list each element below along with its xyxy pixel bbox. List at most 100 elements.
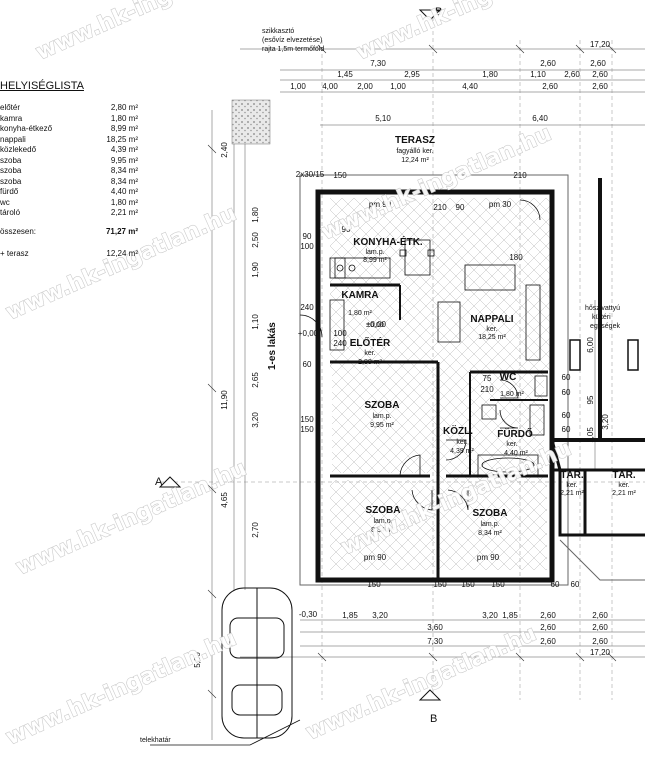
legend-total-row: összesen:71,27 m² [0, 227, 150, 237]
dim-left-outer: 4,65 [220, 492, 229, 508]
dim-right: 3,20 [601, 414, 610, 430]
gravel-note-line3: rajta 1,5m termőföld [262, 46, 324, 53]
watermark-text: www.hk-ingatlan.hu [352, 0, 590, 65]
store1-area: 2,21 m² [560, 490, 584, 497]
wc-area: 1,80 m² [500, 391, 524, 398]
dim-bottom-row1: 3,20 [482, 611, 498, 620]
dim-top-row1: 7,30 [370, 59, 386, 68]
store2-floor: ker. [618, 482, 629, 489]
dim-top-row1: 2,60 [540, 59, 556, 68]
legend-title: HELYISÉGLISTA [0, 80, 84, 92]
legend-room-area: 1,80 m² [110, 113, 138, 123]
dim-bottom-total: 17,20 [590, 648, 611, 657]
dim-top-row1: 2,60 [590, 59, 606, 68]
dim-left-inner: 1,10 [251, 314, 260, 330]
door-swings [299, 199, 541, 511]
dim-top-total: 17,20 [590, 40, 611, 49]
kitchen-floor: lam.p. [365, 249, 384, 256]
wc-name: WC [500, 372, 517, 383]
living-area: 18,25 m² [478, 334, 506, 341]
section-b-bottom: B [430, 713, 437, 725]
dim-bottom-row3: 2,60 [540, 637, 556, 646]
watermark-text: www.hk-ingatlan.hu [2, 201, 240, 325]
dim-right: 6,00 [586, 337, 595, 353]
dim-bottom-row1: 1,85 [502, 611, 518, 620]
dim-small: 60 [562, 425, 571, 434]
store2-area: 2,21 m² [612, 490, 636, 497]
dim-top-row2: 1,45 [337, 70, 353, 79]
dim-top-row2: 1,80 [482, 70, 498, 79]
dim-small: 150 [461, 580, 475, 589]
watermark-text: www.hk-ingatlan.hu [32, 0, 270, 65]
corridor-area: 4,39 m² [450, 448, 474, 455]
dim-small: 210 [433, 203, 447, 212]
dim-small: 150 [300, 425, 314, 434]
legend-room-area: 1,80 m² [110, 197, 138, 207]
room2-name: SZOBA [366, 505, 401, 516]
dim-small: 240 [300, 303, 314, 312]
dim-bottom-row2: 3,60 [427, 623, 443, 632]
legend-room-name: szoba [0, 176, 22, 186]
dim-top-row2: 2,60 [592, 70, 608, 79]
legend-room-name: nappali [0, 134, 26, 144]
dim-top-row3: 1,00 [290, 82, 306, 91]
walls [315, 189, 645, 583]
dim-top-row2: 2,95 [404, 70, 420, 79]
store1-floor: ker. [566, 482, 577, 489]
section-b-top: B [435, 6, 442, 18]
dim-small: 180 [509, 253, 523, 262]
pantry-level: ±0,00 [366, 322, 384, 329]
corridor-name: KÖZL. [443, 424, 473, 437]
bath-area: 4,40 m² [504, 450, 528, 457]
room2-area: 8,34 m² [371, 527, 395, 534]
room1-name: SZOBA [365, 400, 400, 411]
level-mark: -0,30 [299, 610, 318, 619]
hall-floor: ker. [364, 350, 375, 357]
dimension-labels: 17,20 7,30 2,60 2,60 1,45 2,95 1,80 1,10 2,60 2,6… [193, 40, 611, 668]
legend-room-name: kamra [0, 113, 23, 123]
dim-small: pm 90 [477, 553, 500, 562]
room1-area: 9,95 m² [370, 422, 394, 429]
dim-small: 60 [551, 580, 560, 589]
legend-room-area: 18,25 m² [106, 134, 138, 144]
dim-top-row4: 5,10 [375, 114, 391, 123]
dim-small: 150 [333, 171, 347, 180]
room3-floor: lam.p. [480, 521, 499, 528]
dim-left-inner: 2,70 [251, 522, 260, 538]
gravel-note-line1: szikkasztó [262, 28, 294, 35]
legend-room-area: 71,27 m² [105, 226, 138, 236]
watermark-text: www.hk-ingatlan.hu [12, 456, 250, 580]
legend-room-name: wc [0, 197, 10, 207]
room2-floor: lam.p. [373, 518, 392, 525]
dim-left-outer: 5,00 [193, 652, 202, 668]
legend-room-area: 12,24 m² [106, 248, 138, 258]
dim-bottom-row1: 2,60 [540, 611, 556, 620]
storage-block [550, 178, 645, 537]
kitchen-area: 8,99 m² [363, 257, 387, 264]
section-a-left: A [155, 476, 163, 488]
terrace-area: 12,24 m² [401, 157, 429, 164]
dim-bottom-row3: 7,30 [427, 637, 443, 646]
living-name: NAPPALI [470, 314, 513, 325]
dim-small: 60 [562, 411, 571, 420]
hall-area: 2,80 m² [358, 359, 382, 366]
store2-name: TÁR. [612, 468, 636, 481]
dim-small: 150 [367, 580, 381, 589]
gravel-infiltration-area [231, 99, 271, 145]
dim-top-row3: 2,60 [542, 82, 558, 91]
terrace-name: TERASZ [395, 135, 435, 146]
terrace-floor: fagyálló ker. [396, 148, 433, 155]
dim-bottom-row3: 2,60 [592, 637, 608, 646]
pantry-name: KAMRA [341, 290, 378, 301]
dim-small: 150 [300, 415, 314, 424]
legend-room-name: fürdő [0, 187, 19, 196]
dim-small: 75 [483, 374, 492, 383]
room-labels: TERASZ fagyálló ker. 12,24 m² KONYHA-ÉTK… [341, 135, 636, 537]
dim-bottom-row2: 2,60 [540, 623, 556, 632]
